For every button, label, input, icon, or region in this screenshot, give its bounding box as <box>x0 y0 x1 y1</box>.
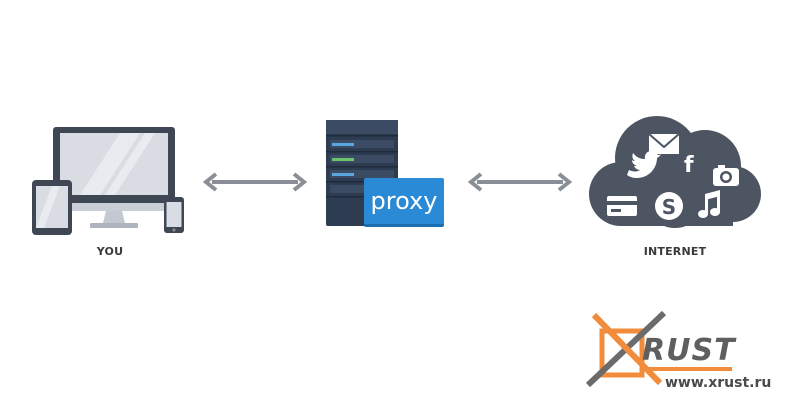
skype-icon: S <box>655 192 683 220</box>
camera-icon <box>713 165 739 186</box>
monitor-icon <box>53 127 175 228</box>
logo-text: RUST <box>642 333 736 368</box>
logo-underline <box>642 367 732 371</box>
internet-label: INTERNET <box>643 245 707 258</box>
you-devices <box>30 125 190 235</box>
watermark: RUST www.xrust.ru <box>580 305 790 395</box>
proxy-badge: proxy <box>364 178 444 224</box>
mail-icon <box>648 133 680 154</box>
internet-cloud: f S <box>585 110 765 235</box>
twitter-icon <box>627 151 661 178</box>
devices-icon <box>32 127 184 235</box>
proxy-server: proxy <box>324 120 449 230</box>
facebook-icon: f <box>684 153 694 178</box>
xrust-logo-icon <box>585 310 667 388</box>
music-icon <box>698 190 720 218</box>
phone-icon <box>164 197 184 233</box>
tablet-icon <box>32 180 72 235</box>
you-label: YOU <box>96 245 124 258</box>
cloud-icon: f S <box>589 116 761 228</box>
proxy-label: proxy <box>370 187 438 215</box>
svg-text:S: S <box>662 195 676 219</box>
watermark-url[interactable]: www.xrust.ru <box>665 375 772 391</box>
bidirectional-arrow-right-icon <box>467 172 573 192</box>
bidirectional-arrow-left-icon <box>202 172 308 192</box>
credit-card-icon <box>607 196 637 216</box>
